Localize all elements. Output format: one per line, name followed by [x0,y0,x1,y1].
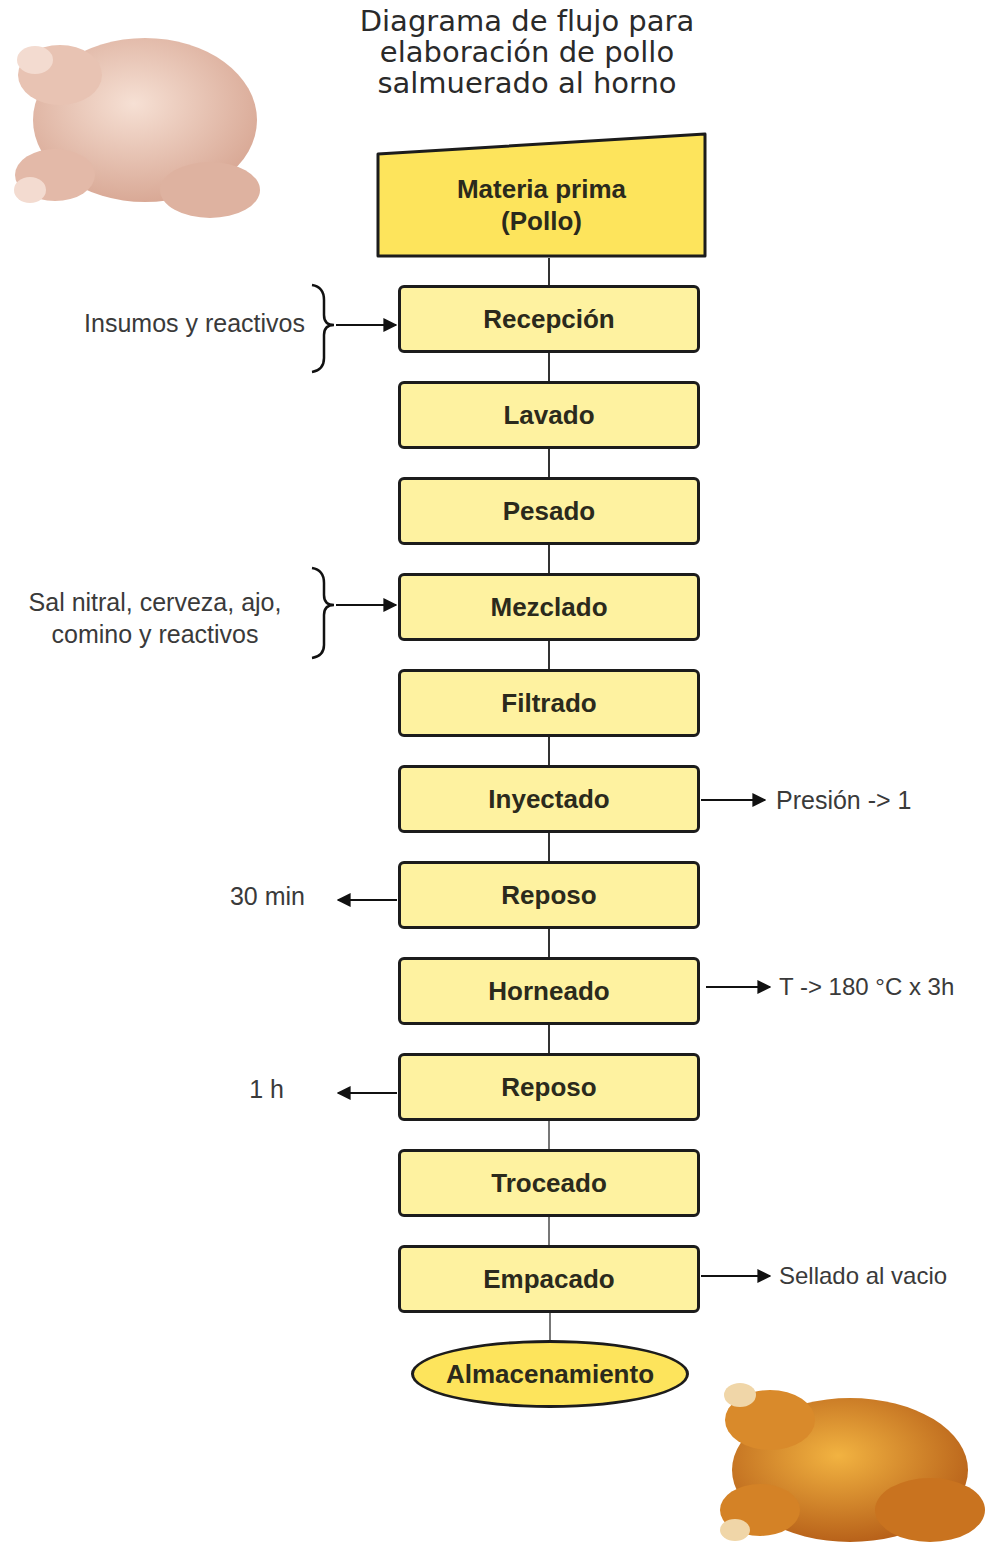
node-label: Horneado [488,975,609,1007]
node-label: Pesado [503,495,596,527]
process-box: Reposo [398,1053,700,1121]
process-box: Inyectado [398,765,700,833]
flow-connector [548,1217,550,1245]
side-note: 1 h [200,1073,284,1105]
flow-connector [548,737,550,765]
side-note: Insumos y reactivos [15,307,305,339]
node-label: Reposo [501,879,596,911]
flow-connector [548,1025,550,1053]
flow-connector [548,1121,550,1149]
terminal-ellipse: Almacenamiento [411,1340,689,1408]
side-note: Sellado al vacio [779,1260,999,1292]
flow-connector [548,449,550,477]
output-arrow [338,1092,397,1094]
node-label: Mezclado [490,591,607,623]
node-label: Reposo [501,1071,596,1103]
node-label: Recepción [483,303,615,335]
input-arrow [336,324,396,326]
flow-connector [548,353,550,381]
output-arrow [701,1275,770,1277]
node-label: Troceado [491,1167,607,1199]
brace [312,285,334,372]
raw-chicken [14,38,260,218]
output-arrow [706,986,770,988]
flow-connector [548,258,550,285]
process-box: Empacado [398,1245,700,1313]
process-box: Troceado [398,1149,700,1217]
side-note: 30 min [190,880,305,912]
node-label: Empacado [483,1263,615,1295]
process-box: Recepción [398,285,700,353]
process-box: Reposo [398,861,700,929]
node-label: Inyectado [488,783,609,815]
output-arrow [338,899,397,901]
process-box: Filtrado [398,669,700,737]
flow-connector [548,929,550,957]
process-box: Mezclado [398,573,700,641]
diagram-title: Diagrama de flujo para elaboración de po… [317,6,737,99]
input-arrow [336,604,396,606]
node-label: Materia prima (Pollo) [427,173,657,237]
output-arrow [701,799,765,801]
flow-connector [549,1313,551,1340]
flow-connector [548,545,550,573]
process-box: Lavado [398,381,700,449]
node-label: Lavado [503,399,594,431]
side-note: T -> 180 °C x 3h [779,971,999,1003]
process-box: Pesado [398,477,700,545]
side-note: Presión -> 1 [776,784,996,816]
node-label: Almacenamiento [446,1358,654,1390]
node-label: Filtrado [501,687,596,719]
flow-connector [548,833,550,861]
brace [312,568,334,658]
input-box: Materia prima (Pollo) [376,132,707,258]
process-box: Horneado [398,957,700,1025]
side-note: Sal nitral, cerveza, ajo, comino y react… [5,586,305,650]
flow-connector [548,641,550,669]
roasted-chicken [720,1383,985,1542]
